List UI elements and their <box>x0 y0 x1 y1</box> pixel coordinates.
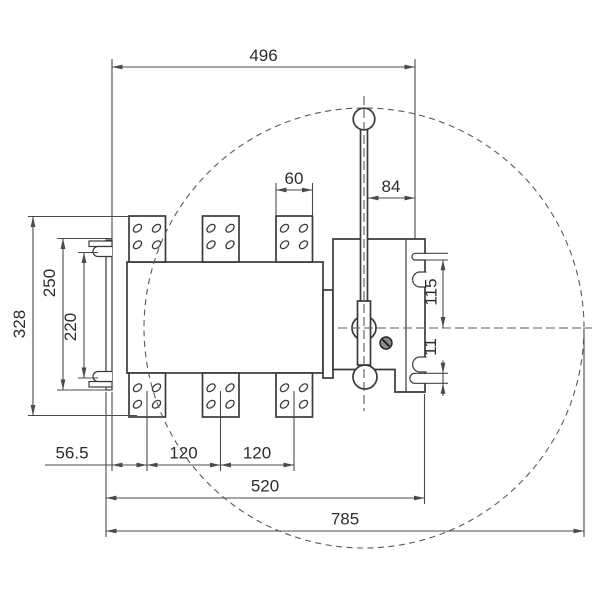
flange-notch-upper <box>412 271 427 288</box>
body-mechanism-connector <box>322 289 334 379</box>
dim-label-520: 520 <box>251 477 279 496</box>
dim-label-496: 496 <box>249 46 277 65</box>
centerlines <box>143 96 592 549</box>
terminal-block-top-2 <box>201 215 240 263</box>
device-outline <box>88 215 427 418</box>
dim-label-56-5: 56.5 <box>55 444 88 463</box>
dimension-lines <box>28 59 585 537</box>
terminal-block-top-3 <box>275 215 314 263</box>
mechanism-housing <box>332 238 426 393</box>
dim-label-785: 785 <box>331 510 359 529</box>
flange-slot-bottom <box>409 372 427 384</box>
dim-label-328: 328 <box>10 310 29 338</box>
dim-label-11: 11 <box>421 338 440 356</box>
handle-ball-bottom <box>352 364 378 390</box>
main-body <box>126 261 324 374</box>
flange-notch-lower <box>412 356 427 373</box>
dim-label-250: 250 <box>40 269 59 297</box>
mounting-bracket <box>88 239 113 391</box>
flange-slot-top <box>411 252 427 261</box>
dimension-labels: 496 60 84 328 250 220 115 11 56.5 120 12… <box>10 46 441 529</box>
dim-label-120b: 120 <box>243 444 271 463</box>
dim-label-84: 84 <box>382 177 401 196</box>
dim-label-120a: 120 <box>169 444 197 463</box>
screw-slot <box>381 338 391 348</box>
dim-label-220: 220 <box>61 313 80 341</box>
handle-swing-circle <box>143 107 585 549</box>
terminal-block-top-1 <box>128 215 167 263</box>
dim-label-115: 115 <box>422 278 441 305</box>
dim-label-60: 60 <box>285 169 304 188</box>
